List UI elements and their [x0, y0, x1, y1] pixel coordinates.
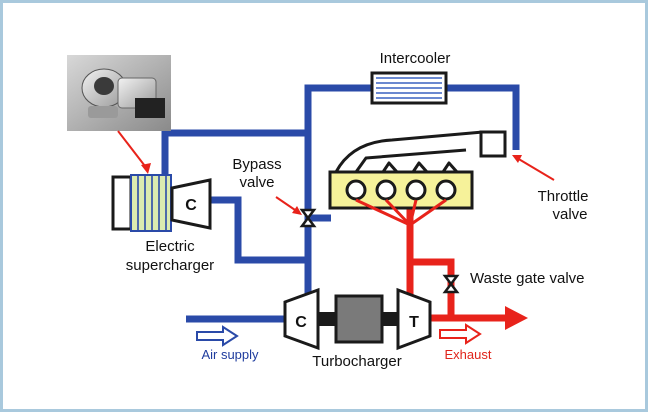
- exhaust-label: Exhaust: [445, 347, 492, 362]
- cylinder-3: [405, 179, 427, 201]
- electric-supercharger-label-line2: supercharger: [126, 257, 214, 274]
- throttle-valve-label-line1: Throttle: [538, 188, 589, 205]
- engine-block: [328, 170, 474, 210]
- intercooler: [370, 71, 448, 105]
- supercharger-compressor-letter: C: [185, 197, 197, 214]
- intercooler-label: Intercooler: [380, 50, 451, 67]
- air-supply-arrow-icon: [196, 325, 239, 347]
- throttle-valve-label-line2: valve: [552, 206, 587, 223]
- photo-pointer-arrowhead: [141, 163, 151, 174]
- bypass-valve-label-line1: Bypass: [232, 156, 281, 173]
- throttle-pointer-arrowhead: [512, 155, 522, 163]
- turbo-compressor-letter: C: [295, 314, 307, 331]
- turbo-turbine-letter: T: [409, 314, 419, 331]
- waste-gate-valve-label: Waste gate valve: [470, 270, 585, 287]
- bypass-pointer-arrow: [275, 196, 299, 213]
- bypass-valve-label-line2: valve: [239, 174, 274, 191]
- intake-supercharger-return: [210, 196, 308, 264]
- supercharger-photo: [67, 55, 171, 131]
- intake-manifold: [334, 130, 484, 173]
- intake-branch-supercharger: [161, 129, 308, 176]
- electric-supercharger-label-line1: Electric: [145, 238, 195, 255]
- electric-supercharger: [111, 174, 212, 232]
- throttle-body: [479, 130, 507, 158]
- waste-gate-pipe: [410, 258, 455, 318]
- turbocharger-label: Turbocharger: [312, 353, 402, 370]
- air-supply-label: Air supply: [201, 347, 259, 362]
- cylinder-4: [435, 179, 457, 201]
- waste-gate-valve-icon: [442, 274, 460, 294]
- exhaust-outlet-arrowhead: [505, 306, 528, 330]
- cylinder-1: [345, 179, 367, 201]
- photo-pointer-arrow: [117, 130, 149, 171]
- exhaust-manifold: [355, 198, 447, 227]
- bypass-valve-icon: [299, 208, 317, 228]
- exhaust-arrow-icon: [439, 323, 482, 345]
- turbocharger: [283, 287, 432, 351]
- bypass-pointer-arrowhead: [292, 206, 302, 215]
- cylinder-2: [375, 179, 397, 201]
- throttle-pointer-arrow: [516, 157, 555, 181]
